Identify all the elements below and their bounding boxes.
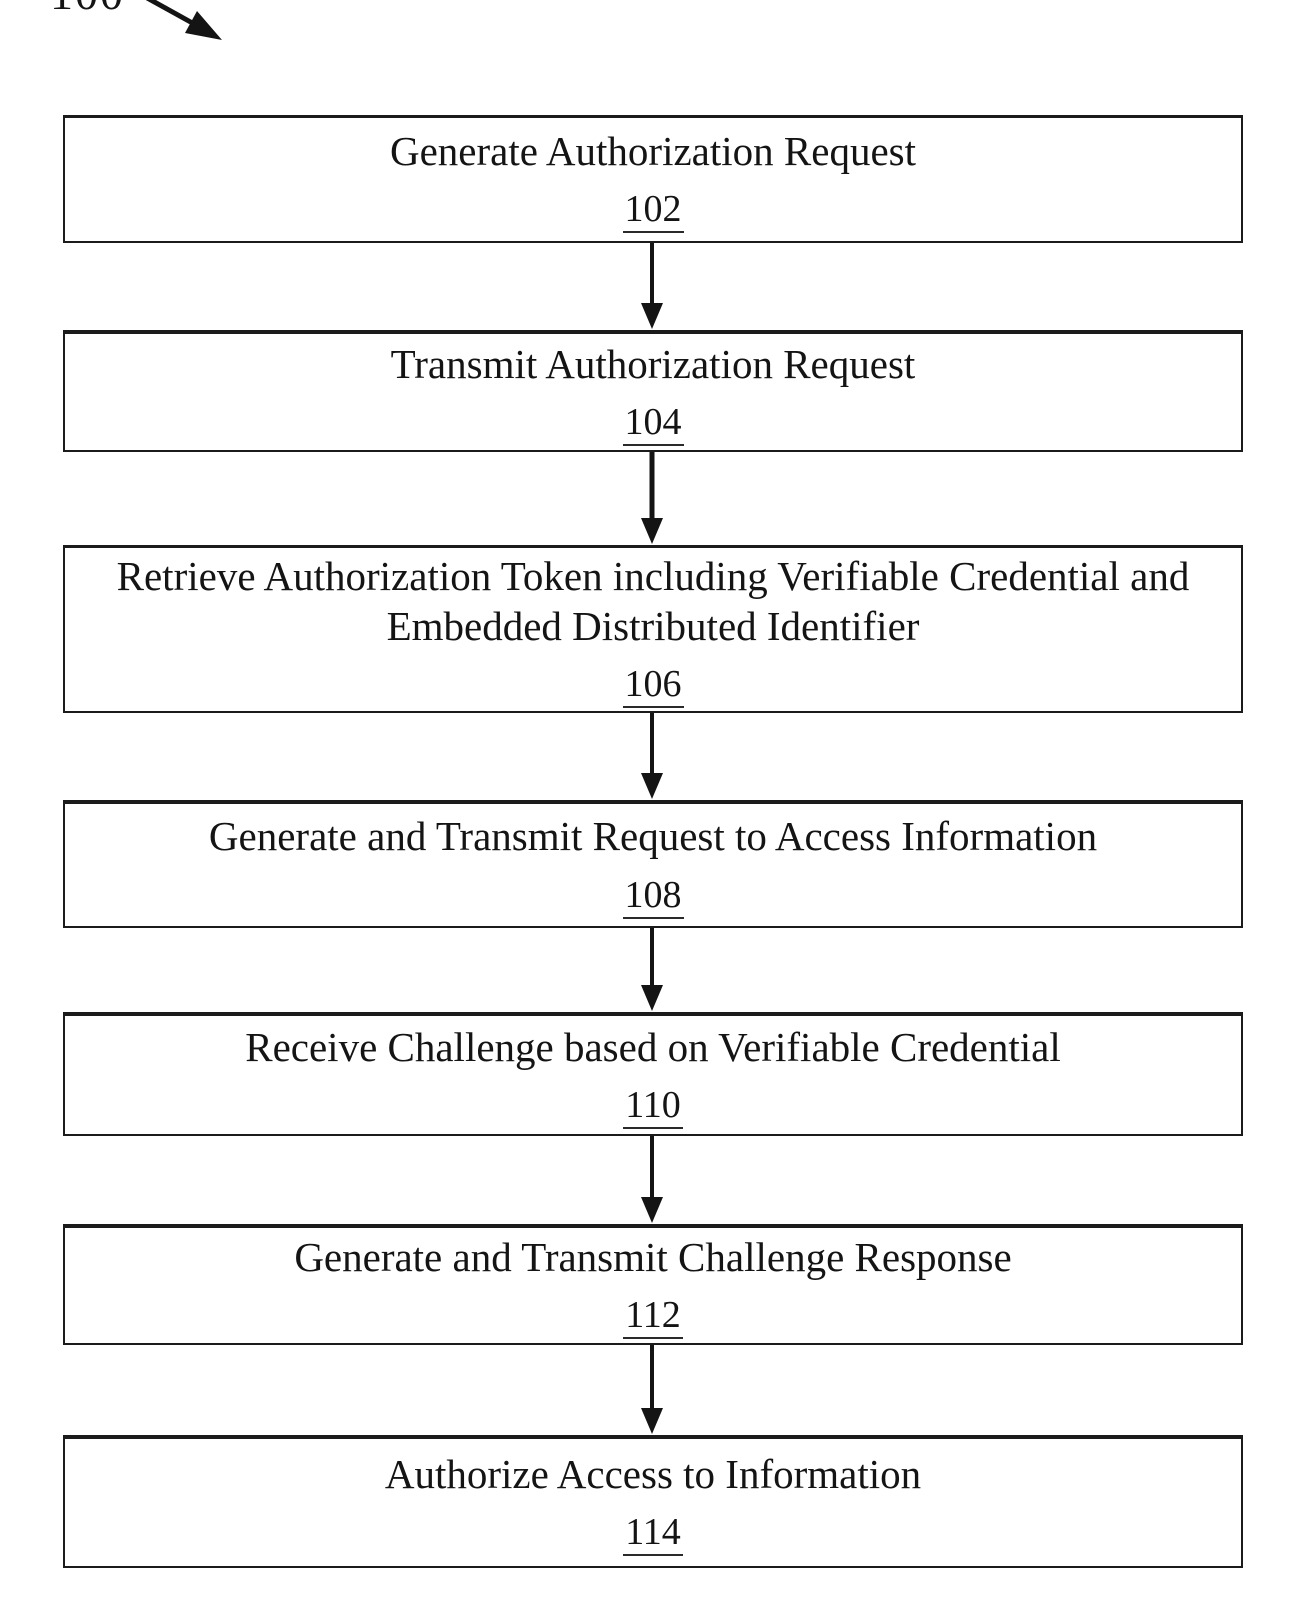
figure-reference-label: 100 — [50, 0, 125, 20]
step-box-104: Transmit Authorization Request 104 — [63, 330, 1243, 452]
step-label: Receive Challenge based on Verifiable Cr… — [245, 1023, 1061, 1070]
step-number: 106 — [622, 665, 684, 709]
flow-arrow-110-112 — [641, 1136, 663, 1223]
step-label: Retrieve Authorization Token including V… — [116, 552, 1190, 649]
step-label: Authorize Access to Information — [384, 1450, 922, 1497]
step-label: Transmit Authorization Request — [390, 340, 916, 387]
step-box-102: Generate Authorization Request 102 — [63, 115, 1243, 243]
step-label: Generate and Transmit Challenge Response — [294, 1234, 1012, 1280]
step-number: 102 — [622, 190, 684, 233]
flow-arrow-102-104 — [641, 243, 663, 329]
step-number: 112 — [623, 1296, 683, 1340]
step-number: 110 — [623, 1086, 683, 1129]
figure-reference-arrow — [145, 0, 222, 40]
step-box-112: Generate and Transmit Challenge Response… — [63, 1224, 1243, 1345]
flow-arrow-108-110 — [641, 928, 663, 1011]
flow-arrow-104-106 — [641, 452, 663, 544]
flow-arrow-106-108 — [641, 713, 663, 799]
step-number: 114 — [623, 1513, 683, 1556]
step-box-110: Receive Challenge based on Verifiable Cr… — [63, 1012, 1243, 1136]
step-label: Generate and Transmit Request to Access … — [208, 813, 1098, 860]
flow-arrow-112-114 — [641, 1345, 663, 1434]
step-box-114: Authorize Access to Information 114 — [63, 1435, 1243, 1568]
step-number: 104 — [622, 403, 684, 446]
step-box-106: Retrieve Authorization Token including V… — [63, 545, 1243, 713]
step-number: 108 — [622, 876, 684, 919]
step-box-108: Generate and Transmit Request to Access … — [63, 800, 1243, 928]
step-label: Generate Authorization Request — [390, 127, 916, 174]
